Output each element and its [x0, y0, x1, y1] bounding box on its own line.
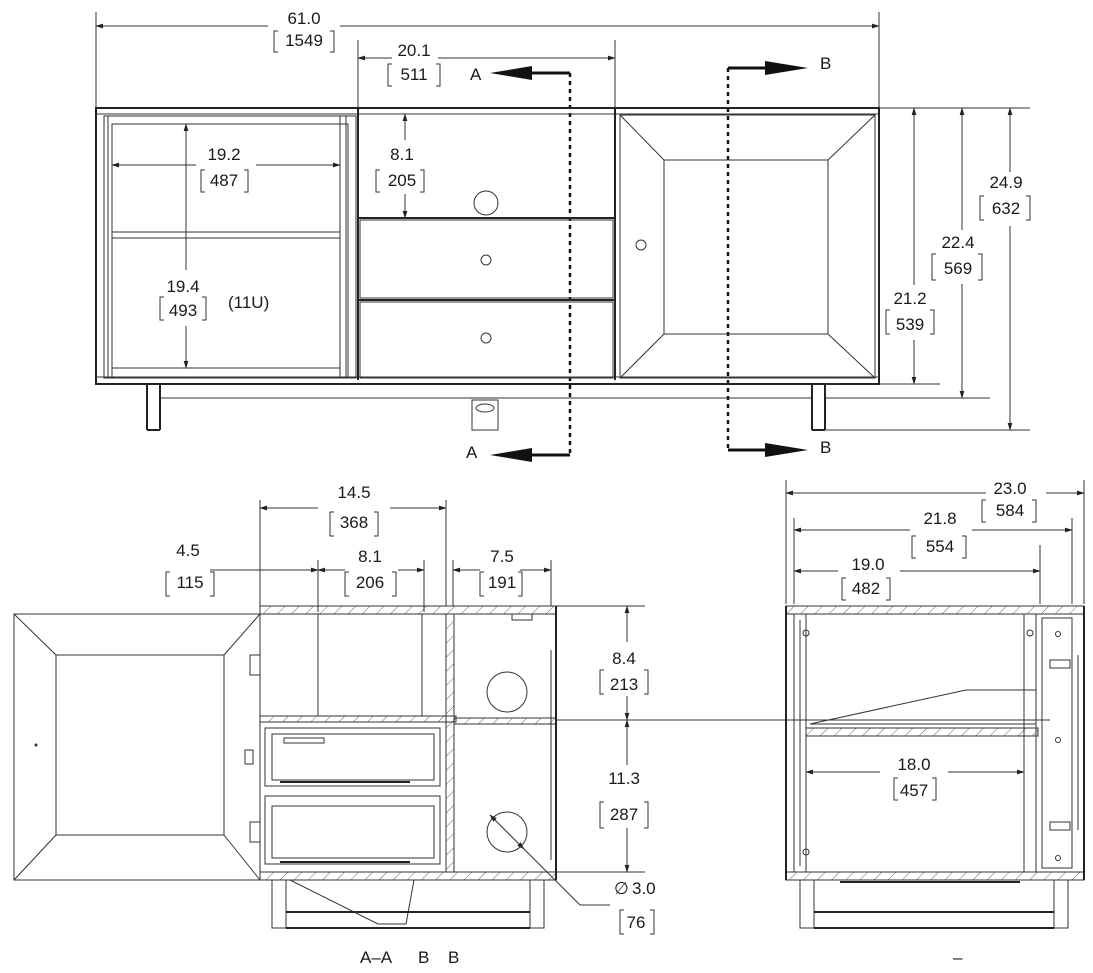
cabinet-height-mm: 539 [896, 315, 924, 334]
center-width-in: 20.1 [397, 41, 430, 60]
upper-cable-hole [486, 671, 528, 713]
depth-overall-mm: 368 [340, 513, 368, 532]
diameter-symbol: ∅ [614, 879, 629, 898]
shelf-depth-in: 19.0 [851, 555, 884, 574]
overall-height-in: 24.9 [989, 173, 1022, 192]
lower-cable-hole [486, 811, 528, 853]
overall-height-dimension: 24.9 632 [979, 107, 1031, 431]
cabinet-height-in: 21.2 [893, 289, 926, 308]
caption-bb: – [953, 948, 963, 967]
upper-drawer [359, 219, 614, 299]
caption-b1: B [418, 948, 429, 967]
bay-height-mm: 493 [169, 301, 197, 320]
drawer-depth-mm: 206 [356, 573, 384, 592]
overall-width-in: 61.0 [287, 9, 320, 28]
right-door [619, 114, 876, 379]
hole-diameter-in: 3.0 [632, 879, 656, 898]
shelf-width-mm: 487 [210, 171, 238, 190]
lower-drawer [359, 301, 614, 379]
section-a-label-bottom: A [466, 443, 478, 462]
door-knob [635, 239, 647, 251]
section-b-marker: B B [726, 54, 831, 457]
top-opening-dimension: 8.1 205 [375, 113, 425, 219]
upper-bin [317, 613, 423, 717]
depth-overall-dimension: 14.5 368 [259, 483, 447, 537]
shelf-depth-dimension: 19.0 482 [793, 555, 1041, 601]
compartment-depth-dimension: 7.5 191 [452, 547, 552, 597]
cabinet-body [95, 107, 880, 385]
front-view: 61.0 1549 20.1 511 A A [95, 9, 1031, 462]
inner-depth-in: 21.8 [923, 509, 956, 528]
caption-b2: B [448, 948, 459, 967]
upper-drawer-knob [480, 254, 492, 266]
section-a-marker: A A [466, 65, 572, 462]
top-opening-mm: 205 [388, 171, 416, 190]
interior-width-dimension: 18.0 457 [805, 755, 1025, 801]
inner-depth-dimension: 21.8 554 [793, 509, 1073, 559]
hole-diameter-dimension: ∅ 3.0 76 [614, 879, 656, 935]
upper-height-in: 8.4 [612, 649, 636, 668]
lower-height-mm: 287 [610, 805, 638, 824]
body-height-mm: 569 [944, 259, 972, 278]
left-bay [103, 115, 357, 379]
overall-depth-mm: 584 [996, 501, 1024, 520]
lower-drawer-knob [480, 332, 492, 344]
lower-height-in: 11.3 [608, 769, 640, 788]
inner-depth-mm: 554 [926, 537, 954, 556]
drawer-depth-in: 8.1 [358, 547, 382, 566]
center-section-width-dimension: 20.1 511 [357, 41, 616, 87]
upper-height-dimension: 8.4 213 [599, 605, 649, 721]
upper-height-mm: 213 [610, 675, 638, 694]
section-drawers [264, 727, 441, 865]
section-b-label-bottom: B [820, 438, 831, 457]
bay-height-dimension: 19.4 493 (11U) [159, 123, 269, 369]
interior-width-mm: 457 [900, 781, 928, 800]
interior-width-in: 18.0 [897, 755, 930, 774]
center-width-mm: 511 [400, 65, 427, 84]
section-a-label-top: A [470, 65, 482, 84]
cabinet-height-dimension: 21.2 539 [885, 107, 935, 385]
center-section [357, 108, 616, 380]
compartment-depth-in: 7.5 [490, 547, 514, 566]
section-base [271, 879, 545, 929]
door-depth-mm: 115 [176, 573, 203, 592]
shelf-width-dimension: 19.2 487 [111, 140, 341, 193]
body-height-in: 22.4 [941, 233, 974, 252]
door-depth-in: 4.5 [176, 541, 200, 560]
overall-width-dimension: 61.0 1549 [95, 9, 880, 53]
hole-diameter-mm: 76 [627, 913, 646, 932]
section-view-bb: 23.0 584 21.8 554 19.0 482 [785, 479, 1085, 967]
body-height-dimension: 22.4 569 [931, 107, 983, 399]
depth-overall-in: 14.5 [337, 483, 370, 502]
open-door [13, 613, 261, 881]
compartment-depth-mm: 191 [488, 573, 516, 592]
top-opening-in: 8.1 [390, 145, 414, 164]
lower-height-dimension: 11.3 287 [599, 719, 649, 873]
shelf-depth-mm: 482 [852, 579, 880, 598]
cabinet-base [146, 383, 840, 431]
shelf-width-in: 19.2 [207, 145, 240, 164]
overall-height-mm: 632 [992, 199, 1020, 218]
bay-height-in: 19.4 [166, 277, 199, 296]
section-b-label-top: B [820, 54, 831, 73]
door-depth-dimension: 4.5 115 [165, 541, 319, 597]
overall-depth-in: 23.0 [993, 479, 1026, 498]
section-view-aa: 14.5 368 4.5 115 8.1 206 7.5 191 [13, 483, 656, 967]
rack-units-label: (11U) [228, 293, 269, 312]
caption-aa: A–A [360, 948, 393, 967]
bb-base [799, 879, 1069, 929]
drawer-depth-dimension: 8.1 206 [317, 547, 425, 597]
overall-depth-dimension: 23.0 584 [785, 479, 1085, 523]
overall-width-mm: 1549 [285, 31, 323, 50]
